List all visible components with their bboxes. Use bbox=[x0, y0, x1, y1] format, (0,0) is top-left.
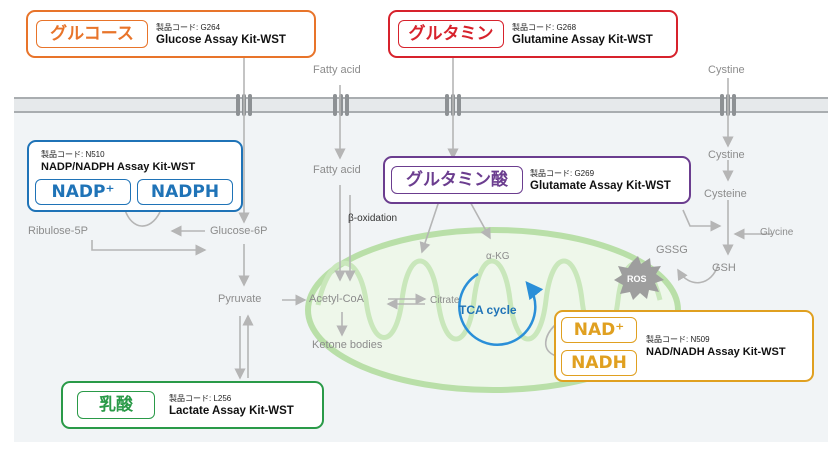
glucose-product-code: 製品コード: G264 bbox=[156, 23, 221, 32]
beta-oxidation-label: β-oxidation bbox=[348, 213, 398, 224]
glutamine-kit-name: Glutamine Assay Kit-WST bbox=[512, 34, 653, 46]
acetyl-coa-label: Acetyl-CoA bbox=[309, 293, 365, 305]
fatty-acid-label: Fatty acid bbox=[313, 164, 361, 176]
glutamate-kit-name: Glutamate Assay Kit-WST bbox=[530, 180, 671, 192]
nadh-chip: NADH bbox=[561, 350, 637, 376]
nadp-plus-chip: NADP⁺ bbox=[35, 179, 131, 205]
gsh-label: GSH bbox=[712, 262, 736, 274]
ribulose-5p-label: Ribulose-5P bbox=[28, 225, 88, 237]
fatty-acid-extracellular-label: Fatty acid bbox=[313, 64, 361, 76]
ketone-bodies-label: Ketone bodies bbox=[312, 339, 383, 351]
glutamine-product-code: 製品コード: G268 bbox=[512, 23, 577, 32]
glucose-name-chip: グルコース bbox=[36, 20, 148, 48]
nadp-product-code: 製品コード: N510 bbox=[41, 150, 105, 159]
lactate-name-chip: 乳酸 bbox=[77, 391, 155, 419]
nad-product-code: 製品コード: N509 bbox=[646, 335, 710, 344]
nadp-kit-name: NADP/NADPH Assay Kit-WST bbox=[41, 161, 196, 173]
nad-kit-box[interactable]: NAD⁺ NADH 製品コード: N509 NAD/NADH Assay Kit… bbox=[554, 310, 814, 382]
nadph-chip: NADPH bbox=[137, 179, 233, 205]
pathway-arrows bbox=[91, 58, 772, 380]
cystine-extracellular-label: Cystine bbox=[708, 64, 745, 76]
glutamine-name-chip: グルタミン bbox=[398, 20, 504, 48]
glucose-kit-name: Glucose Assay Kit-WST bbox=[156, 34, 286, 46]
cysteine-label: Cysteine bbox=[704, 188, 747, 200]
glucose-kit-box[interactable]: グルコース 製品コード: G264 Glucose Assay Kit-WST bbox=[26, 10, 316, 58]
glycine-label: Glycine bbox=[760, 227, 794, 238]
nad-kit-name: NAD/NADH Assay Kit-WST bbox=[646, 346, 786, 358]
lactate-kit-name: Lactate Assay Kit-WST bbox=[169, 405, 294, 417]
cell-membrane bbox=[14, 97, 828, 113]
tca-cycle-label: TCA cycle bbox=[459, 303, 517, 317]
pyruvate-label: Pyruvate bbox=[218, 293, 262, 305]
lactate-product-code: 製品コード: L256 bbox=[169, 394, 232, 403]
glutamine-kit-box[interactable]: グルタミン 製品コード: G268 Glutamine Assay Kit-WS… bbox=[388, 10, 678, 58]
tca-cycle-ring bbox=[458, 272, 544, 346]
nad-plus-chip: NAD⁺ bbox=[561, 317, 637, 343]
gssg-label: GSSG bbox=[656, 244, 688, 256]
ros-burst bbox=[614, 256, 664, 300]
glutamate-name-chip: グルタミン酸 bbox=[391, 166, 523, 194]
ros-label: ROS bbox=[627, 274, 647, 284]
alpha-kg-label: α-KG bbox=[486, 251, 510, 262]
glutamate-product-code: 製品コード: G269 bbox=[530, 169, 595, 178]
lactate-kit-box[interactable]: 乳酸 製品コード: L256 Lactate Assay Kit-WST bbox=[61, 381, 324, 429]
cystine-label: Cystine bbox=[708, 149, 745, 161]
citrate-label: Citrate bbox=[430, 295, 460, 306]
glutamate-kit-box[interactable]: グルタミン酸 製品コード: G269 Glutamate Assay Kit-W… bbox=[383, 156, 691, 204]
glucose-6p-label: Glucose-6P bbox=[210, 225, 268, 237]
nadp-kit-box[interactable]: 製品コード: N510 NADP/NADPH Assay Kit-WST NAD… bbox=[27, 140, 243, 212]
